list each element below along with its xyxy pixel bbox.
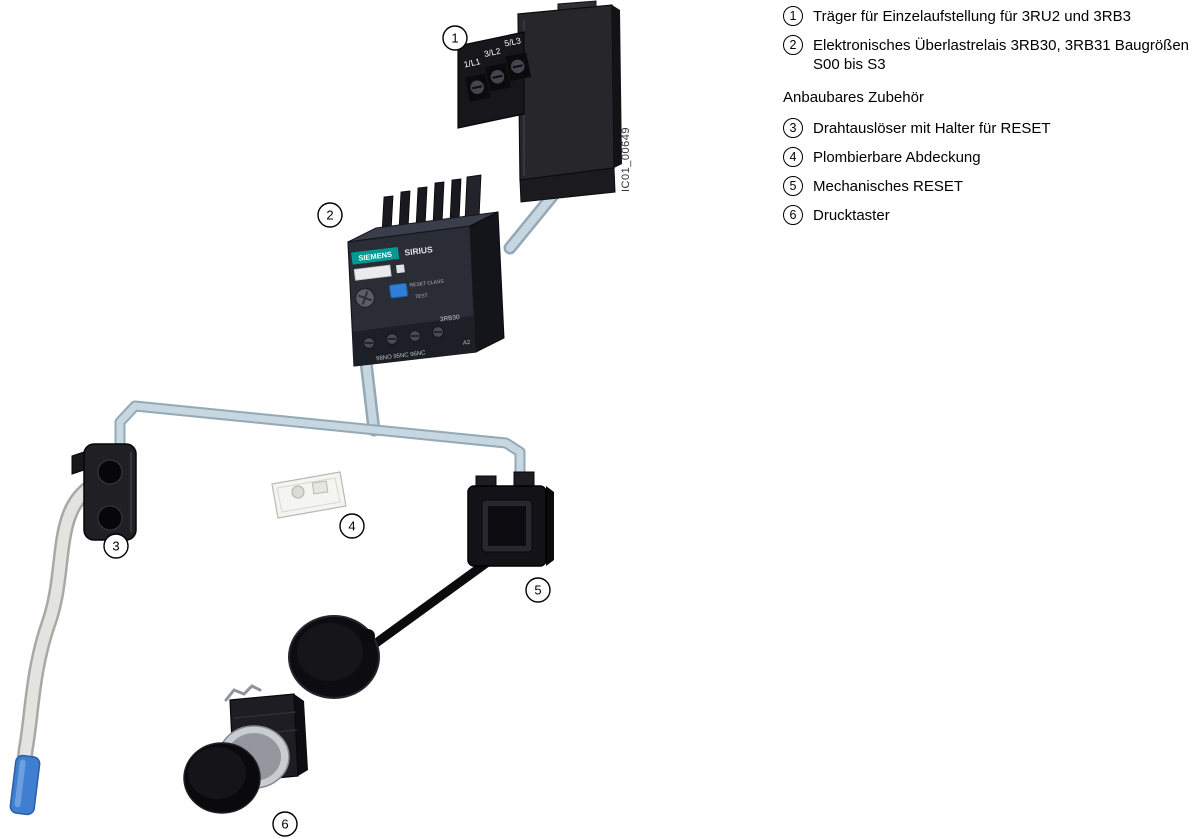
release-holder-hole	[97, 459, 123, 485]
connector-bar-relay-down-face	[362, 358, 378, 434]
legend-number-badge: 6	[783, 205, 803, 226]
release-cable	[18, 480, 98, 770]
release-holder-hole	[97, 505, 123, 531]
legend-item-label: Mechanisches RESET	[813, 178, 964, 196]
legend-item-3: 3 Drahtauslöser mit Halter für RESET	[783, 117, 1197, 138]
carrier-foot	[519, 167, 616, 203]
callout-5-number: 5	[534, 583, 541, 598]
terminal-screw-slot	[472, 85, 483, 90]
relay-reset-class-label: RESET CLASS	[409, 279, 445, 289]
relay-pin	[432, 181, 445, 226]
callout-1-number: 1	[451, 31, 458, 46]
legend-item-label: Drahtauslöser mit Halter für RESET	[813, 119, 1051, 137]
reset-holder-opening-shadow	[488, 506, 526, 546]
relay-pins	[381, 174, 482, 234]
relay-terminal-screws	[362, 325, 445, 350]
legend-item-label: Elektronisches Überlastrelais 3RB30, 3RB…	[813, 37, 1190, 74]
assembly-connector-bars	[114, 187, 561, 488]
wire-release-with-holder	[9, 443, 137, 816]
callout-3: 3	[103, 533, 129, 559]
terminal-screw-slot	[512, 64, 523, 69]
legend-item-2: 2 Elektronisches Überlastrelais 3RB30, 3…	[783, 35, 1197, 74]
legend-item-4: 4 Plombierbare Abdeckung	[783, 146, 1197, 167]
release-holder	[71, 443, 137, 541]
sealing-cover	[271, 471, 347, 519]
reset-disc-inner	[297, 623, 363, 681]
reset-rod	[367, 551, 501, 651]
carrier-plate-right-edge	[612, 5, 622, 168]
legend-item-1: 1 Träger für Einzelaufstellung für 3RU2 …	[783, 6, 1197, 26]
relay-model-label: 3RB30	[440, 314, 461, 323]
callout-2-number: 2	[326, 208, 333, 223]
legend-item-6: 6 Drucktaster	[783, 205, 1197, 226]
connector-bar-carrier-to-relay-face	[506, 190, 558, 252]
callout-6: 6	[272, 811, 298, 837]
overload-relay: SIEMENS SIRIUS RESET CLASS TEST 3RB30 98…	[347, 174, 505, 367]
terminal-label: 1/L1	[463, 56, 482, 69]
legend-number-badge: 2	[783, 35, 803, 56]
reset-holder-tab	[513, 471, 535, 487]
siemens-logo	[351, 246, 400, 265]
release-holder-tab	[71, 451, 85, 475]
cover-plate	[271, 471, 347, 519]
callouts: 1 2 3 4 5 6	[103, 25, 551, 837]
mechanical-reset	[288, 471, 554, 699]
connector-bar-long-face	[116, 402, 524, 486]
push-button	[183, 684, 308, 814]
relay-window	[353, 264, 392, 281]
reset-holder-side	[546, 486, 554, 566]
callout-2: 2	[317, 202, 343, 228]
relay-pin	[449, 178, 462, 223]
release-cable-marking	[38, 580, 46, 600]
legend: 1 Träger für Einzelaufstellung für 3RU2 …	[783, 6, 1197, 235]
siemens-logo-text: SIEMENS	[358, 250, 393, 263]
legend-number-badge: 5	[783, 176, 803, 197]
relay-terminal-a2-label: A2	[463, 340, 472, 347]
callout-3-number: 3	[112, 539, 119, 554]
terminal-label: 3/L2	[483, 46, 502, 59]
push-button-clip	[224, 684, 262, 702]
push-button-base-groove	[233, 711, 297, 719]
legend-item-label: Drucktaster	[813, 207, 890, 225]
reset-holder	[467, 471, 554, 567]
terminal-label: 5/L3	[503, 35, 522, 48]
carrier-plate	[517, 4, 615, 181]
cover-plate-inner-line	[276, 477, 341, 513]
callout-4-number: 4	[348, 519, 355, 534]
relay-window-small	[395, 264, 405, 274]
figure-id-label: IC01_00649	[620, 127, 632, 192]
legend-item-5: 5 Mechanisches RESET	[783, 176, 1197, 197]
release-cable-tip	[9, 754, 41, 816]
legend-number-badge: 1	[783, 6, 803, 26]
relay-reset-dial	[389, 282, 409, 299]
legend-number-badge: 4	[783, 146, 803, 167]
callout-6-number: 6	[281, 817, 288, 832]
cover-hole-square	[311, 480, 329, 495]
terminal-screw-slot	[492, 74, 503, 79]
legend-item-label: Plombierbare Abdeckung	[813, 148, 981, 166]
carrier-terminals: 1/L1 3/L2 5/L3	[463, 35, 532, 103]
legend-number-badge: 3	[783, 117, 803, 138]
push-button-cap-face	[188, 747, 246, 799]
relay-screw-cross	[358, 291, 372, 305]
connector-bar-long	[114, 400, 526, 488]
reset-rod-hub	[361, 629, 375, 643]
relay-test-label: TEST	[415, 293, 428, 301]
release-cable-marking	[44, 546, 54, 568]
callout-4: 4	[339, 513, 365, 539]
legend-accessories-heading: Anbaubares Zubehör	[783, 88, 924, 106]
callout-5: 5	[525, 577, 551, 603]
sirius-label: SIRIUS	[404, 244, 434, 257]
carrier-bracket: 1/L1 3/L2 5/L3	[457, 0, 622, 203]
cover-hole-round	[291, 485, 305, 499]
callout-1: 1	[442, 25, 468, 51]
legend-item-label: Träger für Einzelaufstellung für 3RU2 un…	[813, 8, 1131, 25]
